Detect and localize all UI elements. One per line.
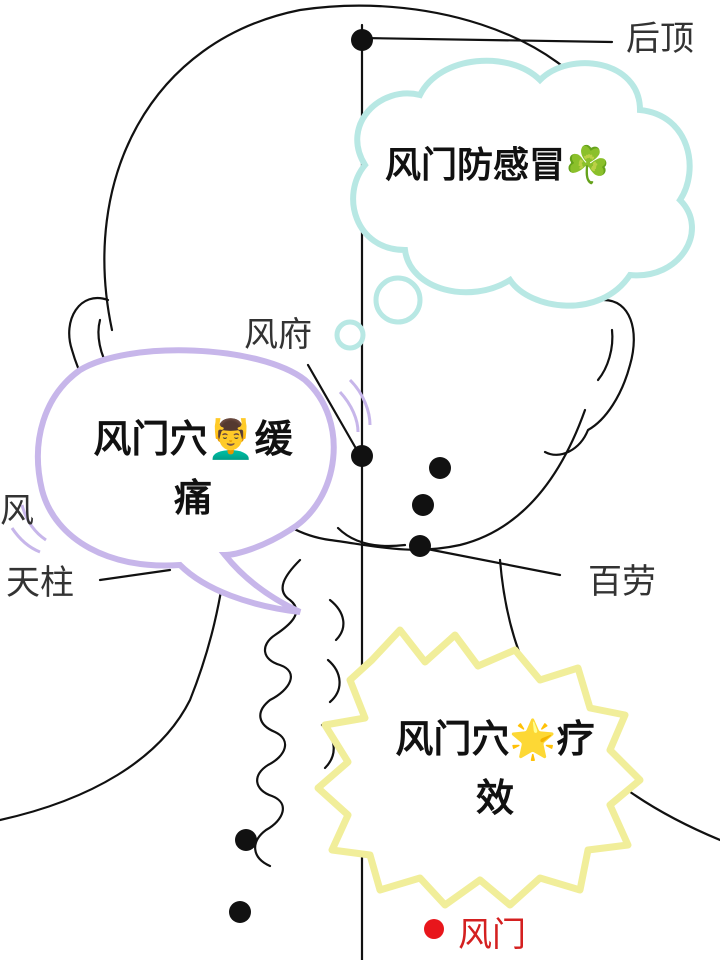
legend-red-dot — [424, 919, 444, 939]
label-fengfu: 风府 — [244, 315, 312, 355]
pain-bubble-text: 风门穴💆‍♂️缓 痛 — [58, 410, 328, 528]
pain-speech-bubble — [10, 347, 372, 615]
leader-fengfu — [306, 363, 360, 454]
pain-bubble-label-c: 痛 — [173, 475, 212, 520]
effect-bubble-text: 风门穴🌟疗 效 — [360, 710, 630, 828]
cold-bubble-text: 风门防感冒☘️ — [385, 138, 695, 194]
effect-bubble-label-b: 疗 — [556, 717, 595, 761]
effect-bubble-label-c: 效 — [475, 775, 514, 820]
pain-bubble-label-b: 缓 — [254, 417, 293, 461]
pain-bubble-label-a: 风门穴 — [93, 417, 208, 461]
label-tianzhu: 天柱 — [6, 563, 74, 603]
clover-icon: ☘️ — [565, 145, 610, 186]
point-fengmen-2 — [229, 901, 251, 923]
leader-houding — [360, 36, 614, 44]
legend-label: 风门 — [458, 915, 526, 955]
label-feng-partial: 风 — [0, 491, 34, 531]
point-fengchi-1 — [429, 457, 451, 479]
point-fengfu — [351, 445, 373, 467]
label-houding: 后顶 — [626, 19, 694, 59]
point-fengchi-2 — [412, 494, 434, 516]
massage-icon: 💆‍♂️ — [207, 417, 255, 461]
left-neck — [0, 538, 230, 822]
point-houding — [351, 29, 373, 51]
point-fengmen-1 — [235, 829, 257, 851]
cold-cloud-bubble — [334, 57, 695, 351]
point-bailao — [409, 535, 431, 557]
leader-bailao — [420, 546, 562, 577]
effect-burst-bubble — [314, 626, 644, 909]
leader-tianzhu — [98, 568, 172, 582]
spine — [254, 558, 302, 868]
effect-bubble-label-a: 风门穴 — [395, 717, 510, 761]
star-icon: 🌟 — [509, 717, 557, 761]
label-bailao: 百劳 — [588, 562, 656, 602]
right-ear — [543, 298, 635, 456]
cold-bubble-label: 风门防感冒 — [385, 145, 566, 186]
